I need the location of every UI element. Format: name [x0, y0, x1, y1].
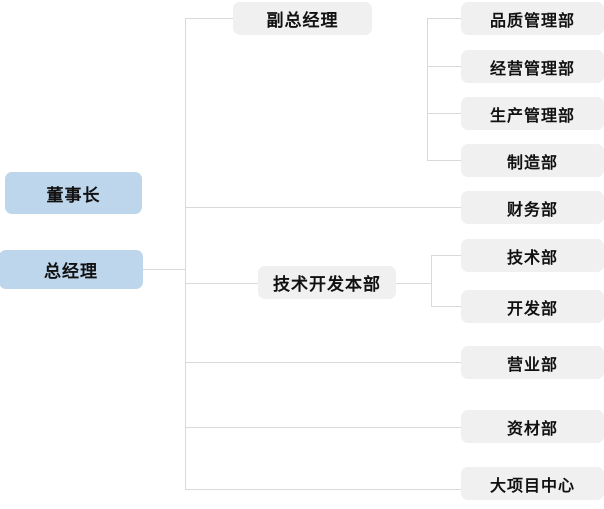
connector-deputy-to-business — [427, 66, 461, 67]
node-materials[interactable]: 资材部 — [461, 410, 604, 443]
node-quality-management[interactable]: 品质管理部 — [461, 2, 604, 35]
node-chairman[interactable]: 董事长 — [5, 172, 142, 214]
node-technology[interactable]: 技术部 — [461, 239, 604, 272]
connector-tech-hq-stub — [396, 283, 432, 284]
node-major-project-center[interactable]: 大项目中心 — [461, 467, 604, 500]
connector-trunk-to-deputy-gm — [185, 18, 233, 19]
connector-tech-hq-to-technology — [431, 255, 461, 256]
node-finance[interactable]: 财务部 — [461, 191, 604, 224]
connector-trunk-to-finance — [185, 207, 461, 208]
connector-trunk-to-sales — [185, 362, 461, 363]
node-production-management[interactable]: 生产管理部 — [461, 97, 604, 130]
connector-tech-hq-to-development — [431, 306, 461, 307]
node-manufacturing[interactable]: 制造部 — [461, 144, 604, 177]
connector-deputy-gm-subtrunk — [427, 18, 428, 160]
node-development[interactable]: 开发部 — [461, 290, 604, 323]
node-sales[interactable]: 营业部 — [461, 346, 604, 379]
connector-main-trunk — [185, 18, 186, 490]
node-business-management[interactable]: 经营管理部 — [461, 50, 604, 83]
node-tech-development-hq[interactable]: 技术开发本部 — [258, 266, 396, 299]
connector-trunk-to-materials — [185, 427, 461, 428]
connector-general-manager-to-trunk — [143, 269, 186, 270]
connector-deputy-to-quality — [427, 18, 461, 19]
connector-trunk-to-tech-hq — [185, 283, 259, 284]
connector-deputy-to-manufacturing — [427, 160, 461, 161]
connector-trunk-to-major-project-center — [185, 489, 461, 490]
node-deputy-general-manager[interactable]: 副总经理 — [233, 2, 372, 35]
connector-tech-hq-subtrunk — [431, 255, 432, 307]
node-general-manager[interactable]: 总经理 — [0, 250, 143, 289]
connector-deputy-to-production — [427, 113, 461, 114]
